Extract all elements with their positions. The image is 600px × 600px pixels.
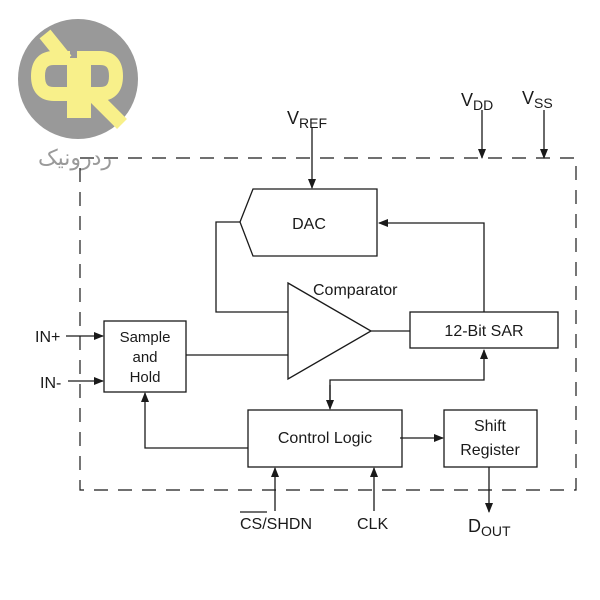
shift-register-block xyxy=(443,409,538,468)
sample-hold-label-2: and xyxy=(132,349,157,366)
control-logic-block xyxy=(247,409,403,468)
shift-register-label-1: Shift xyxy=(474,418,507,435)
sample-hold-label-3: Hold xyxy=(130,369,161,386)
vdd-label: VDD xyxy=(461,90,493,113)
clk-label: CLK xyxy=(357,516,388,533)
control-logic-label: Control Logic xyxy=(278,430,372,447)
shift-register-label-2: Register xyxy=(460,442,520,459)
sample-hold-label-1: Sample xyxy=(120,329,171,346)
comparator-symbol xyxy=(287,281,373,381)
comparator-label: Comparator xyxy=(313,282,398,299)
chip-boundary xyxy=(79,157,577,491)
control-to-sar-line xyxy=(329,349,488,408)
dac-block xyxy=(239,188,378,257)
dout-label: DOUT xyxy=(468,516,511,539)
logo-text: ردرونیک xyxy=(37,146,113,171)
in-plus-label: IN+ xyxy=(35,329,60,346)
vss-label: VSS xyxy=(522,88,553,111)
vref-label: VREF xyxy=(287,108,327,131)
dac-to-comparator-line xyxy=(215,221,288,313)
logo xyxy=(18,19,138,139)
control-to-sh-line xyxy=(141,392,248,449)
sar-block xyxy=(409,311,559,349)
sar-to-dac-line xyxy=(378,219,485,312)
logo-letters-icon xyxy=(30,29,127,129)
cs-shdn-label: CS/SHDN xyxy=(240,516,312,533)
sar-label: 12-Bit SAR xyxy=(444,323,523,340)
dac-label: DAC xyxy=(292,216,326,233)
in-minus-label: IN- xyxy=(40,375,61,392)
sample-hold-block xyxy=(103,320,187,393)
